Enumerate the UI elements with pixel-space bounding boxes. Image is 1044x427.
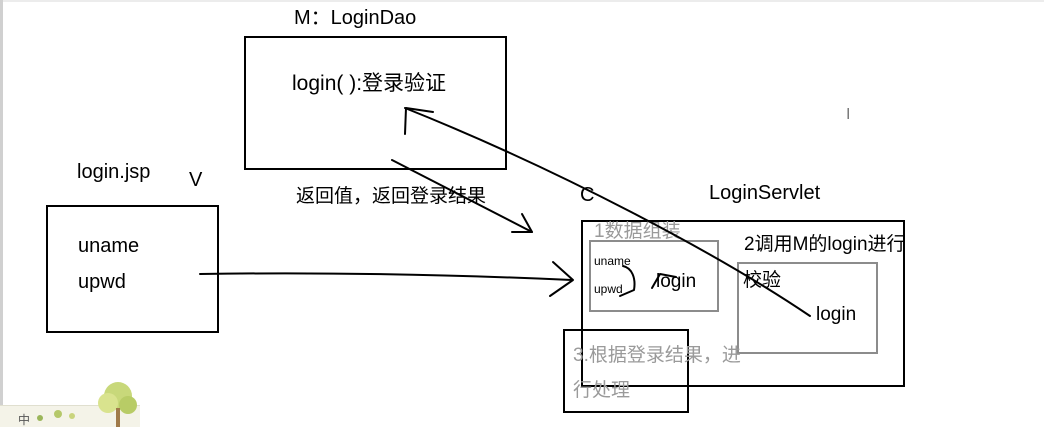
step2-box (737, 262, 878, 354)
return-label: 返回值，返回登录结果 (296, 186, 487, 207)
controller-box (581, 220, 905, 387)
step3-box (563, 329, 689, 413)
step2-label-line1: 2调用M的login进行 (744, 234, 906, 255)
step1-upwd: upwd (594, 282, 623, 296)
step1-uname: uname (594, 254, 631, 268)
view-box (46, 205, 219, 333)
view-to-controller-arrow (199, 272, 573, 281)
view-uname: uname (78, 235, 140, 257)
model-method: login( ):登录验证 (292, 72, 447, 95)
view-upwd: upwd (78, 271, 126, 293)
view-file: login.jsp (77, 161, 151, 183)
view-to-controller-arrowhead (549, 261, 574, 297)
step2-label-line2: 校验 (743, 270, 782, 291)
model-box (244, 36, 507, 170)
step3-line2: 行处理 (573, 380, 631, 401)
step2-login: login (816, 304, 857, 325)
step3-line1: 3.根据登录结果，进 (573, 345, 741, 366)
call-model-line (404, 107, 811, 317)
left-border (0, 0, 3, 427)
step1-box (589, 240, 719, 312)
tree-decoration-icon (0, 382, 140, 427)
text-cursor-icon: I (846, 106, 851, 123)
top-border (0, 0, 1044, 2)
return-arrow (391, 159, 533, 233)
return-arrowhead (511, 213, 533, 233)
step1-login: login (656, 271, 697, 292)
view-tag: V (189, 169, 203, 191)
step1-assemble-arrow (619, 265, 636, 297)
model-heading: M：LoginDao (294, 7, 417, 29)
step1-to-login-arrow (651, 273, 677, 289)
taskbar-ime-char: 中 (18, 413, 31, 427)
controller-name: LoginServlet (709, 182, 821, 204)
controller-tag: C (580, 184, 595, 206)
call-model-arrowhead (404, 107, 434, 135)
